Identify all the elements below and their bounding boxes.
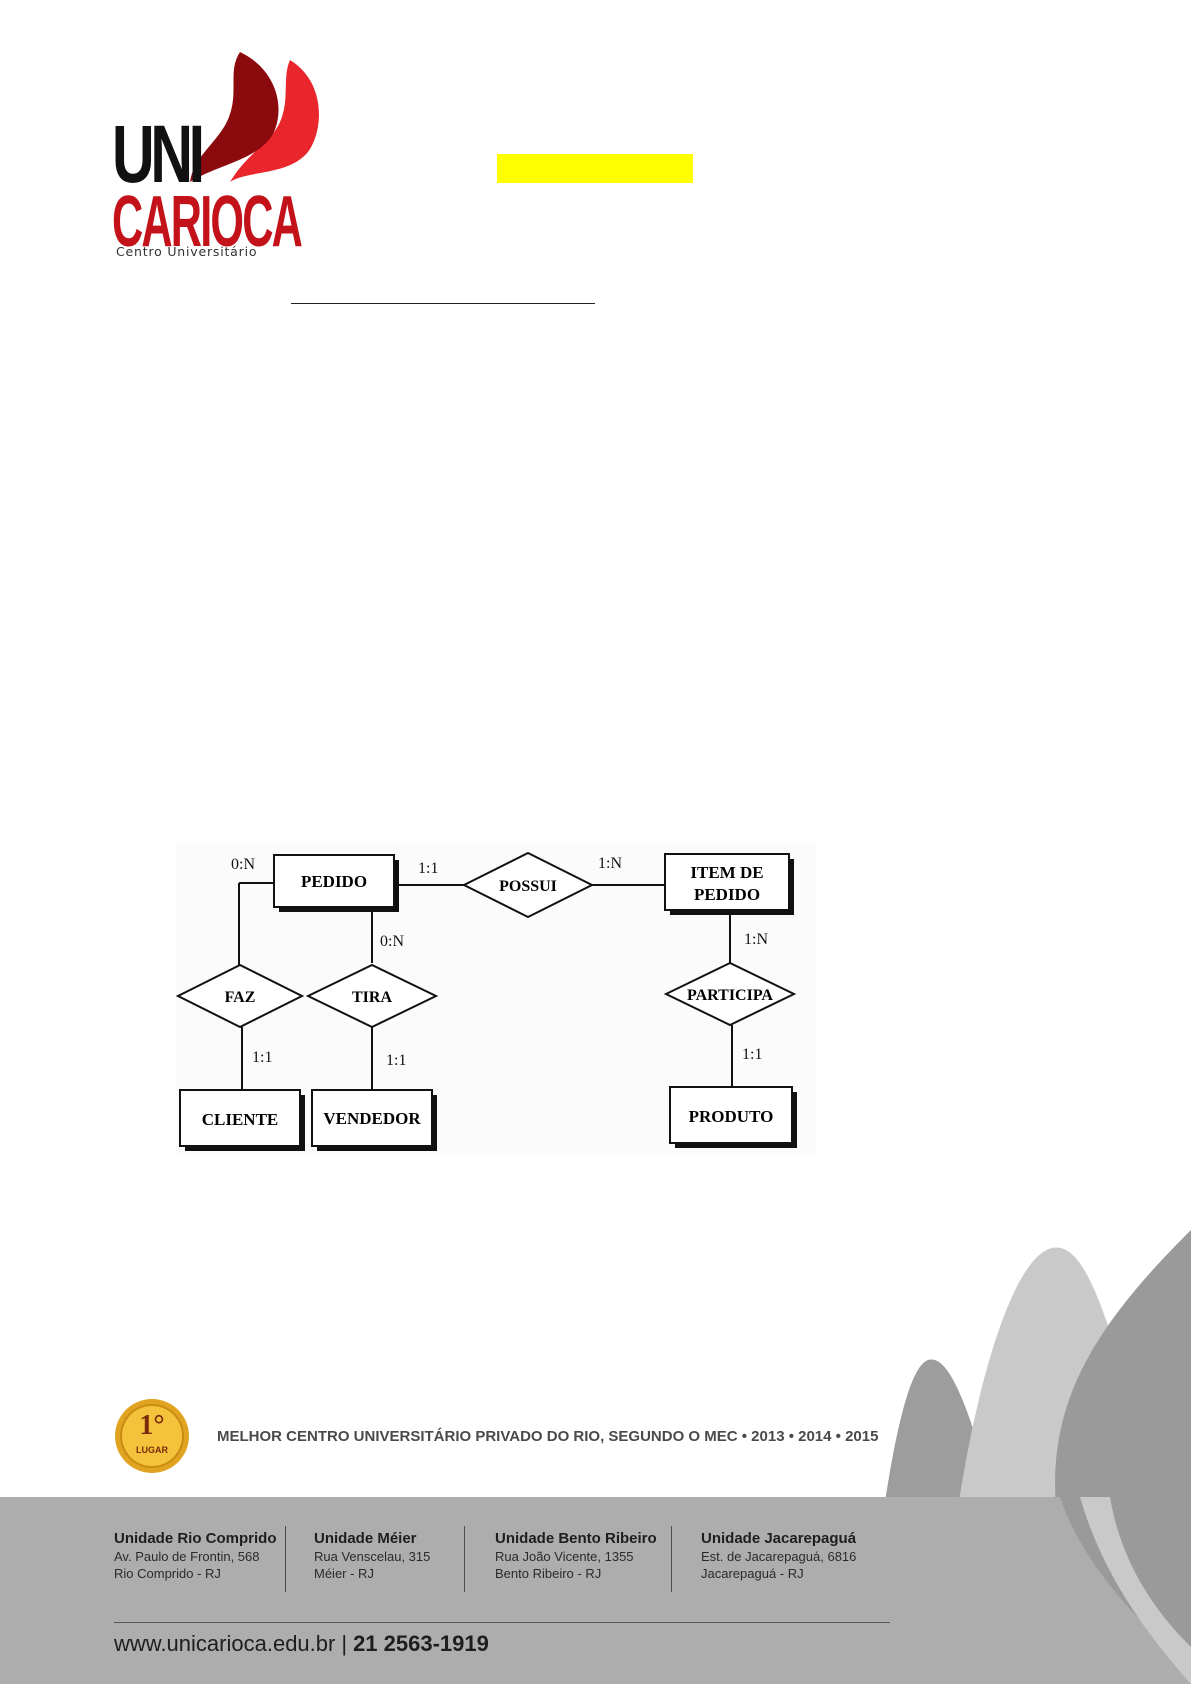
relationship-faz: FAZ <box>176 963 305 1029</box>
unit-meier: Unidade Méier Rua Venscelau, 315 Méier -… <box>314 1530 430 1582</box>
highlighted-blank <box>497 154 693 183</box>
unit-city: Méier - RJ <box>314 1566 374 1581</box>
cardinality-faz-cliente: 1:1 <box>252 1049 272 1066</box>
relationship-possui: POSSUI <box>461 851 595 919</box>
medal-label: LUGAR <box>136 1445 168 1455</box>
flame-icon <box>190 52 319 182</box>
entity-item-de-pedido: ITEM DE PEDIDO <box>664 853 794 915</box>
entity-vendedor: VENDEDOR <box>311 1089 437 1151</box>
first-place-medal: 1° LUGAR <box>114 1398 190 1474</box>
unit-name: Unidade Méier <box>314 1530 417 1547</box>
relationship-possui-label: POSSUI <box>499 878 557 895</box>
cardinality-tira-vendedor: 1:1 <box>386 1052 406 1069</box>
unit-separator <box>464 1526 465 1592</box>
cardinality-participa-produto: 1:1 <box>742 1046 762 1063</box>
footer-hill-overlay <box>1060 1497 1191 1684</box>
relationship-tira: TIRA <box>305 963 439 1029</box>
unit-jacarepagua: Unidade Jacarepaguá Est. de Jacarepaguá,… <box>701 1530 856 1582</box>
unit-address: Est. de Jacarepaguá, 6816 <box>701 1549 857 1564</box>
cardinality-possui-item: 1:N <box>598 855 622 872</box>
relationship-faz-label: FAZ <box>225 989 256 1006</box>
unit-bento-ribeiro: Unidade Bento Ribeiro Rua João Vicente, … <box>495 1530 657 1582</box>
footer-contact: www.unicarioca.edu.br|21 2563-1919 <box>114 1631 489 1657</box>
entity-cliente: CLIENTE <box>179 1089 305 1151</box>
entity-vendedor-label: VENDEDOR <box>323 1109 421 1128</box>
unit-rio-comprido: Unidade Rio Comprido Av. Paulo de Fronti… <box>114 1530 277 1582</box>
entity-item-label-line2: PEDIDO <box>694 885 760 904</box>
entity-pedido: PEDIDO <box>273 854 399 912</box>
cardinality-item-participa: 1:N <box>744 931 768 948</box>
logo-carioca-text: CARIOCA <box>112 182 303 262</box>
unit-name: Unidade Rio Comprido <box>114 1530 277 1547</box>
medal-rank: 1° <box>139 1410 165 1441</box>
entity-item-label-line1: ITEM DE <box>690 863 763 882</box>
entity-produto: PRODUTO <box>669 1086 797 1148</box>
cardinality-pedido-tira: 0:N <box>380 933 404 950</box>
medal-icon <box>115 1399 189 1473</box>
footer-divider <box>114 1622 890 1623</box>
entity-cliente-label: CLIENTE <box>202 1110 279 1129</box>
unit-city: Bento Ribeiro - RJ <box>495 1566 602 1581</box>
unit-name: Unidade Jacarepaguá <box>701 1530 857 1547</box>
unit-address: Rua Venscelau, 315 <box>314 1549 431 1564</box>
logo-uni-text: UNI <box>112 109 205 200</box>
unit-separator <box>285 1526 286 1592</box>
unit-separator <box>671 1526 672 1592</box>
relationship-participa: PARTICIPA <box>663 961 797 1027</box>
relationship-participa-label: PARTICIPA <box>687 987 773 1004</box>
logo-subtitle: Centro Universitário <box>116 244 258 259</box>
phone-number: 21 2563-1919 <box>353 1631 489 1656</box>
contact-separator: | <box>341 1631 348 1656</box>
er-diagram: PEDIDO ITEM DE PEDIDO CLIENTE VENDEDOR P… <box>176 843 816 1155</box>
title-underline <box>291 303 595 304</box>
unicarioca-logo: UNI CARIOCA Centro Universitário <box>108 52 319 262</box>
unit-city: Rio Comprido - RJ <box>114 1566 221 1581</box>
entity-pedido-label: PEDIDO <box>301 872 367 891</box>
unit-address: Rua João Vicente, 1355 <box>495 1549 634 1564</box>
unit-address: Av. Paulo de Frontin, 568 <box>114 1549 260 1564</box>
cardinality-pedido-possui: 1:1 <box>418 860 438 877</box>
unit-city: Jacarepaguá - RJ <box>701 1566 804 1581</box>
entity-produto-label: PRODUTO <box>689 1107 774 1126</box>
footer-band <box>0 1497 1191 1684</box>
cardinality-pedido-faz: 0:N <box>231 856 255 873</box>
relationship-tira-label: TIRA <box>352 989 392 1006</box>
website-link[interactable]: www.unicarioca.edu.br <box>114 1631 336 1656</box>
unit-name: Unidade Bento Ribeiro <box>495 1530 657 1547</box>
ranking-statement: MELHOR CENTRO UNIVERSITÁRIO PRIVADO DO R… <box>217 1428 879 1445</box>
